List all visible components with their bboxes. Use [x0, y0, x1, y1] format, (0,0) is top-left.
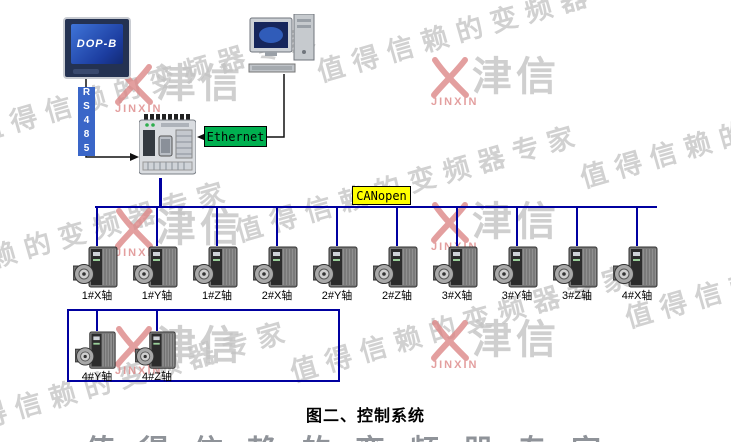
servo-drive-icon: [613, 246, 661, 290]
ethernet-label: Ethernet: [204, 126, 267, 147]
bus-drop-line: [96, 208, 98, 246]
servo-drive-icon: [133, 246, 181, 290]
servo-axis-unit: 2#Z轴: [367, 208, 427, 303]
canopen-label: CANopen: [352, 186, 411, 205]
figure-caption: 图二、控制系统: [305, 408, 425, 425]
axis-label: 4#X轴: [621, 290, 653, 302]
bus-drop-line: [96, 311, 98, 331]
servo-axis-unit: 2#Y轴: [307, 208, 367, 303]
axis-row-2: 4#Y轴 4#Z轴: [67, 311, 187, 384]
bus-drop-line: [396, 208, 398, 246]
axis-label: 2#Y轴: [321, 290, 353, 302]
servo-drive-icon: [493, 246, 541, 290]
pc-device: [248, 14, 315, 73]
bus-drop-line: [216, 208, 218, 246]
servo-drive-icon: [135, 331, 179, 371]
servo-axis-unit: 1#Z轴: [187, 208, 247, 303]
servo-drive-icon: [193, 246, 241, 290]
canopen-main-bus-line: [95, 206, 657, 208]
axis-label: 3#X轴: [441, 290, 473, 302]
axis-label: 3#Y轴: [501, 290, 533, 302]
axis-label: 4#Y轴: [81, 371, 113, 383]
servo-axis-unit: 4#X轴: [607, 208, 667, 303]
axis-label: 1#Y轴: [141, 290, 173, 302]
servo-axis-unit: 2#X轴: [247, 208, 307, 303]
servo-drive-icon: [553, 246, 601, 290]
servo-axis-unit: 4#Z轴: [127, 311, 187, 384]
servo-axis-unit: 3#Y轴: [487, 208, 547, 303]
servo-axis-unit: 4#Y轴: [67, 311, 127, 384]
axis-label: 1#Z轴: [202, 290, 232, 302]
servo-drive-icon: [373, 246, 421, 290]
servo-drive-icon: [75, 331, 119, 371]
bus-drop-line: [636, 208, 638, 246]
bus-drop-line: [276, 208, 278, 246]
servo-axis-unit: 1#Y轴: [127, 208, 187, 303]
servo-drive-icon: [313, 246, 361, 290]
rs485-label: RS485: [78, 87, 95, 157]
servo-drive-icon: [433, 246, 481, 290]
axis-label: 4#Z轴: [142, 371, 172, 383]
axis-label: 3#Z轴: [562, 290, 592, 302]
axis-label: 2#Z轴: [382, 290, 412, 302]
bus-drop-line: [516, 208, 518, 246]
axis-row-1: 1#X轴 1#Y轴 1#Z轴 2#X轴 2#Y轴: [67, 208, 667, 303]
hmi-screen: DOP-B: [71, 24, 123, 64]
plc-device: [139, 114, 196, 175]
second-row-bus-loop: [67, 309, 340, 382]
hmi-bezel: [73, 69, 99, 74]
plc-bus-drop-line: [159, 178, 162, 208]
servo-axis-unit: 3#Z轴: [547, 208, 607, 303]
axis-label: 1#X轴: [81, 290, 113, 302]
bus-drop-line: [576, 208, 578, 246]
servo-axis-unit: 1#X轴: [67, 208, 127, 303]
bus-drop-line: [156, 208, 158, 246]
axis-label: 2#X轴: [261, 290, 293, 302]
bus-drop-line: [456, 208, 458, 246]
bus-drop-line: [156, 311, 158, 331]
hmi-screen-label: DOP-B: [76, 38, 118, 50]
servo-axis-unit: 3#X轴: [427, 208, 487, 303]
servo-drive-icon: [253, 246, 301, 290]
servo-drive-icon: [73, 246, 121, 290]
bus-drop-line: [336, 208, 338, 246]
hmi-device: DOP-B: [63, 17, 131, 79]
